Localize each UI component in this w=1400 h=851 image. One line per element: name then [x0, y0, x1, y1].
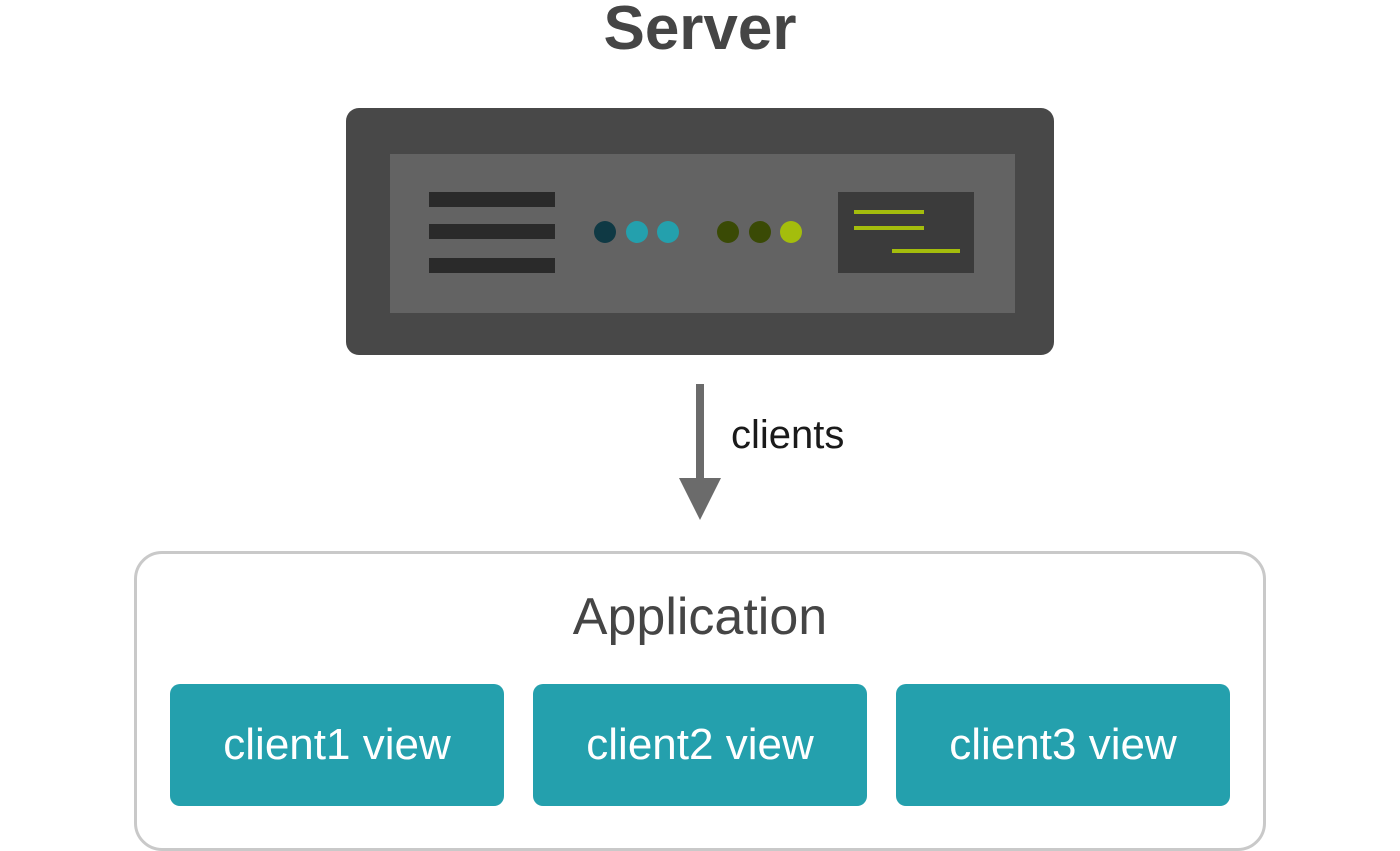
arrow-label-clients: clients [731, 413, 845, 457]
status-light-teal-1 [626, 221, 648, 243]
status-light-dark-teal [594, 221, 616, 243]
display-line-2 [854, 226, 924, 230]
down-arrow-icon [679, 384, 721, 520]
status-light-lime [780, 221, 802, 243]
server-icon [346, 108, 1054, 355]
display-line-1 [854, 210, 924, 214]
drive-slot-2 [429, 224, 555, 239]
display-line-3 [892, 249, 960, 253]
server-display-screen [838, 192, 974, 273]
client1-view-box: client1 view [170, 684, 504, 806]
status-light-olive-1 [717, 221, 739, 243]
client3-view-box: client3 view [896, 684, 1230, 806]
drive-slot-1 [429, 192, 555, 207]
server-front-panel [390, 154, 1015, 313]
client2-view-box: client2 view [533, 684, 867, 806]
status-light-olive-2 [749, 221, 771, 243]
server-title: Server [603, 0, 797, 63]
application-title: Application [572, 588, 828, 646]
drive-slot-3 [429, 258, 555, 273]
status-light-teal-2 [657, 221, 679, 243]
